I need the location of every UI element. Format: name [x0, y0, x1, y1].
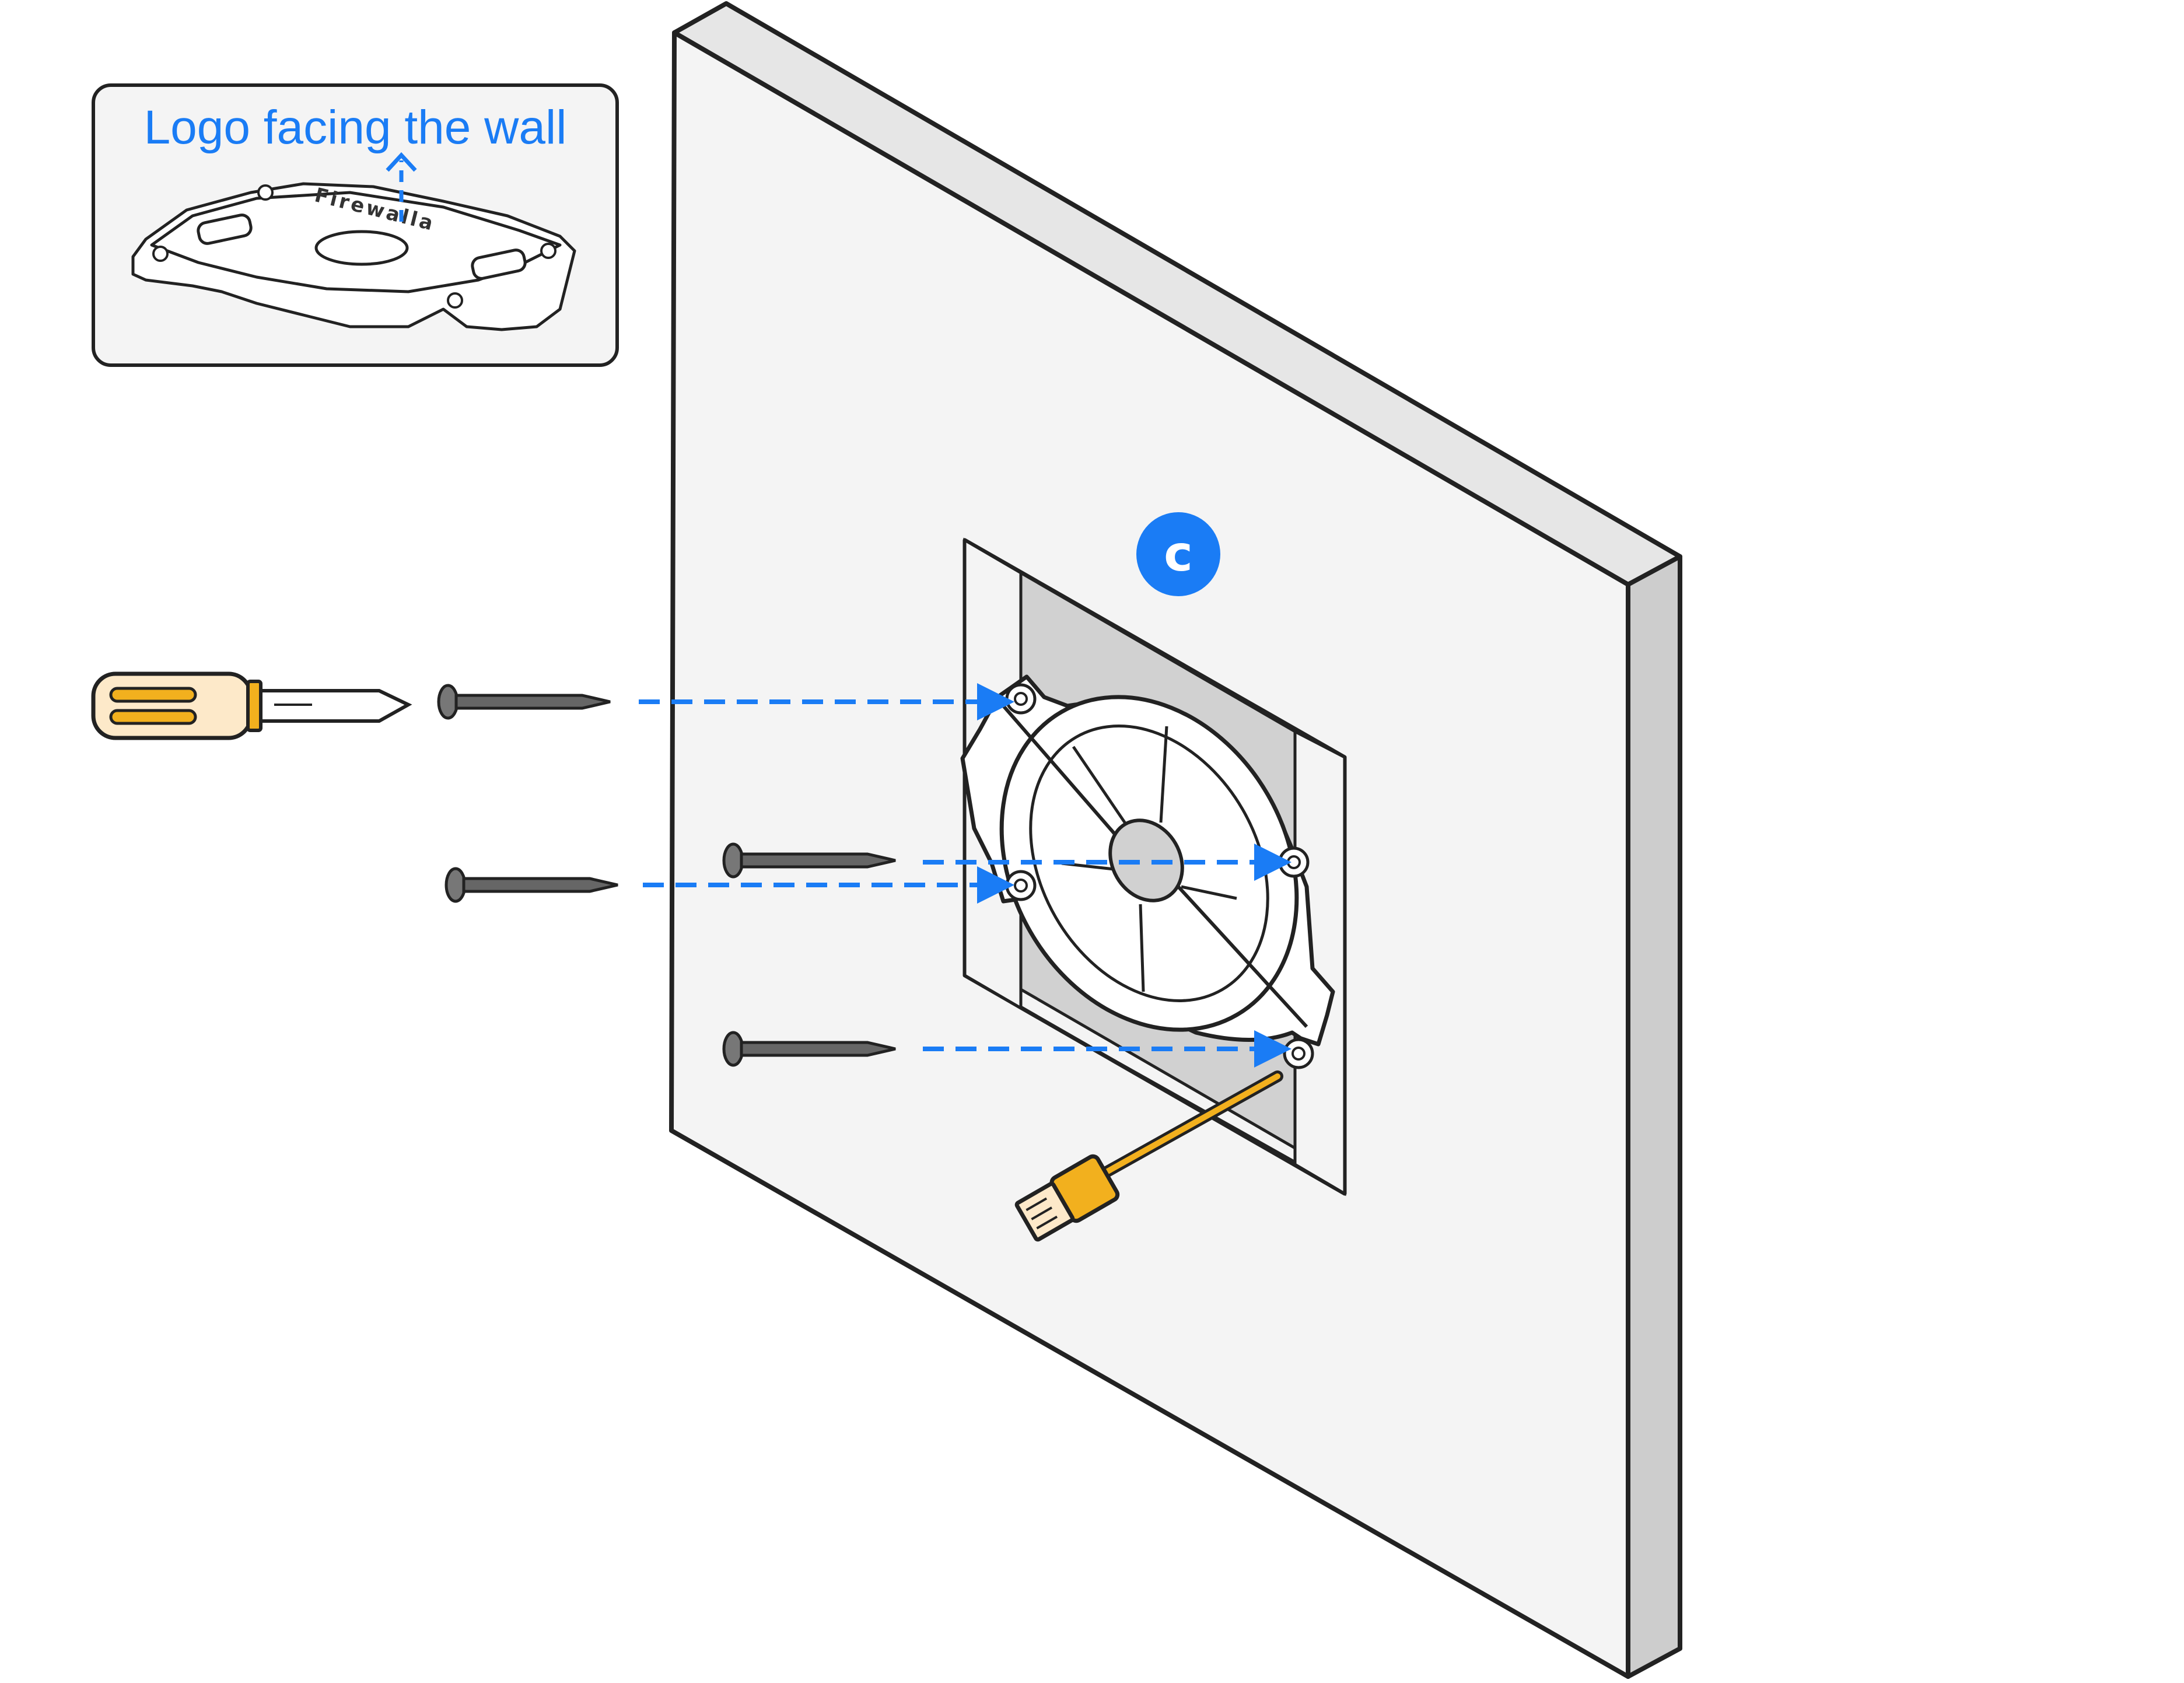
- connector-pin: [1036, 1215, 1058, 1230]
- screwdriver-icon: [91, 671, 412, 740]
- screw-icon: [722, 842, 896, 879]
- bracket-screw-hole-inner: [1287, 855, 1301, 869]
- bracket-inner-ring: [1029, 725, 1269, 1002]
- screwdriver-ferrule: [246, 680, 262, 732]
- guide-arrows: [639, 683, 1292, 1068]
- screwdriver-handle: [91, 671, 253, 740]
- screw-head: [444, 867, 467, 903]
- bracket-screw-hole-inner: [1014, 692, 1028, 706]
- inset-screw-hole: [257, 184, 274, 201]
- inset-screw-hole: [540, 243, 556, 259]
- cable-wire-fill: [1102, 1073, 1280, 1175]
- screw-shaft: [740, 1041, 896, 1057]
- step-badge-circle: [1136, 512, 1220, 596]
- bracket-spoke: [1072, 746, 1130, 830]
- inset-screw-hole: [152, 246, 169, 262]
- bracket-arm: [1002, 705, 1122, 841]
- screw-head: [722, 842, 744, 879]
- bracket-spoke: [1159, 726, 1168, 823]
- inset-slot: [471, 249, 527, 280]
- bracket-spoke: [1181, 885, 1237, 900]
- screwdriver-grip: [109, 687, 197, 703]
- orientation-inset: Logo facing the wall Firewalla: [92, 83, 619, 367]
- connector-pin: [1031, 1206, 1053, 1220]
- inset-center-hole: [314, 230, 409, 266]
- screw-shaft: [462, 877, 618, 893]
- inset-caption: Logo facing the wall: [144, 101, 567, 154]
- mount-bracket-icon: [960, 674, 1335, 1069]
- wall-side-edge: [1626, 554, 1682, 1679]
- ethernet-cable-icon: [1014, 1070, 1283, 1242]
- connector-pin: [1026, 1197, 1048, 1212]
- screw-icon: [437, 684, 611, 720]
- cable-connector: [1014, 1154, 1120, 1242]
- screw-head: [437, 684, 459, 720]
- bracket-center-hole: [1108, 818, 1184, 902]
- screw-shaft: [454, 694, 611, 710]
- step-badge-label: c: [1164, 525, 1193, 582]
- inset-arrow-tip: [386, 152, 417, 172]
- bracket-arm: [1177, 885, 1308, 1028]
- inset-slot: [197, 214, 253, 245]
- inset-bracket-icon: Firewalla: [131, 182, 576, 331]
- screw-shaft: [740, 852, 896, 869]
- screw-icon: [444, 867, 618, 903]
- screw-head: [722, 1031, 744, 1067]
- step-badge: c: [1136, 512, 1220, 596]
- screwdriver-shaft: [259, 689, 412, 723]
- inset-screw-hole: [447, 292, 463, 309]
- screw-icon: [722, 1031, 896, 1067]
- bracket-spoke: [1139, 904, 1145, 992]
- screwdriver-grip: [109, 709, 197, 725]
- bracket-screw-hole-inner: [1292, 1047, 1306, 1061]
- bracket-screw-hole-inner: [1014, 879, 1028, 893]
